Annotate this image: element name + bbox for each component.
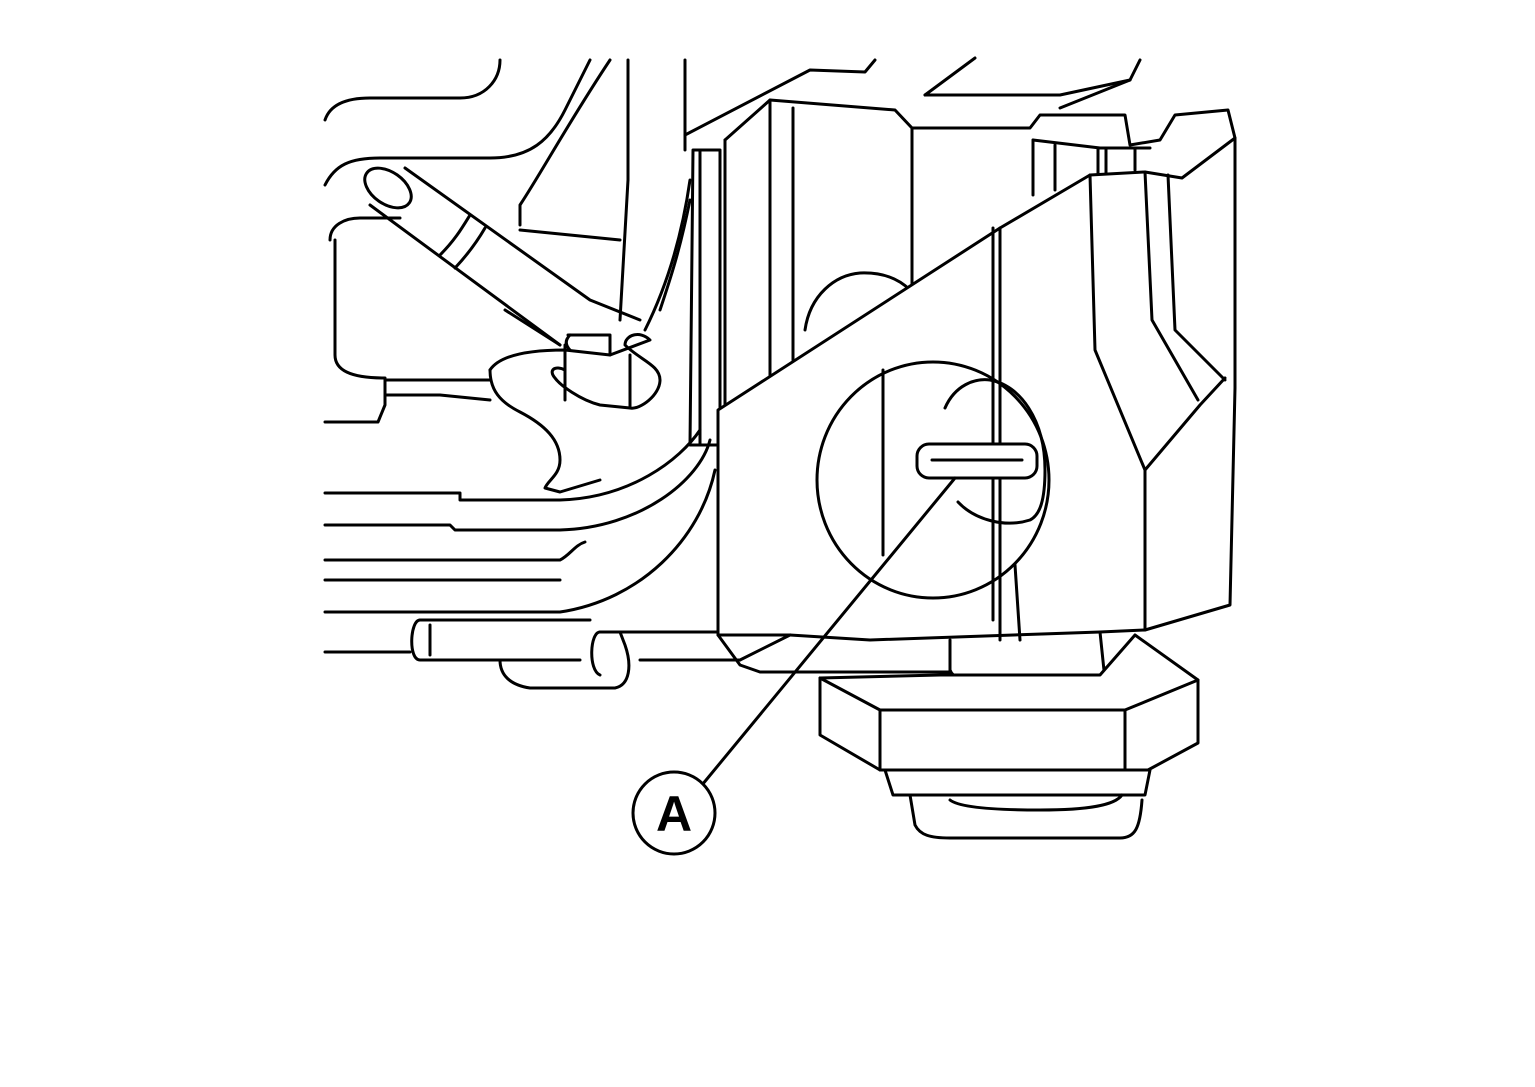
upper-left-housing bbox=[323, 56, 1142, 322]
callout-leader-line bbox=[700, 476, 957, 787]
callout-label-a: A bbox=[656, 786, 692, 842]
callout-a: A bbox=[631, 476, 957, 856]
callout-circle bbox=[631, 770, 717, 856]
circular-boss bbox=[815, 360, 1051, 600]
sensor-pin bbox=[915, 442, 1039, 480]
main-rear-block bbox=[723, 98, 1237, 632]
hex-plug bbox=[818, 630, 1200, 840]
hoses bbox=[323, 428, 742, 690]
lever-rod bbox=[363, 166, 642, 347]
bracket-hook bbox=[488, 333, 662, 494]
main-front-block bbox=[716, 136, 1237, 674]
vertical-tube bbox=[643, 148, 722, 447]
